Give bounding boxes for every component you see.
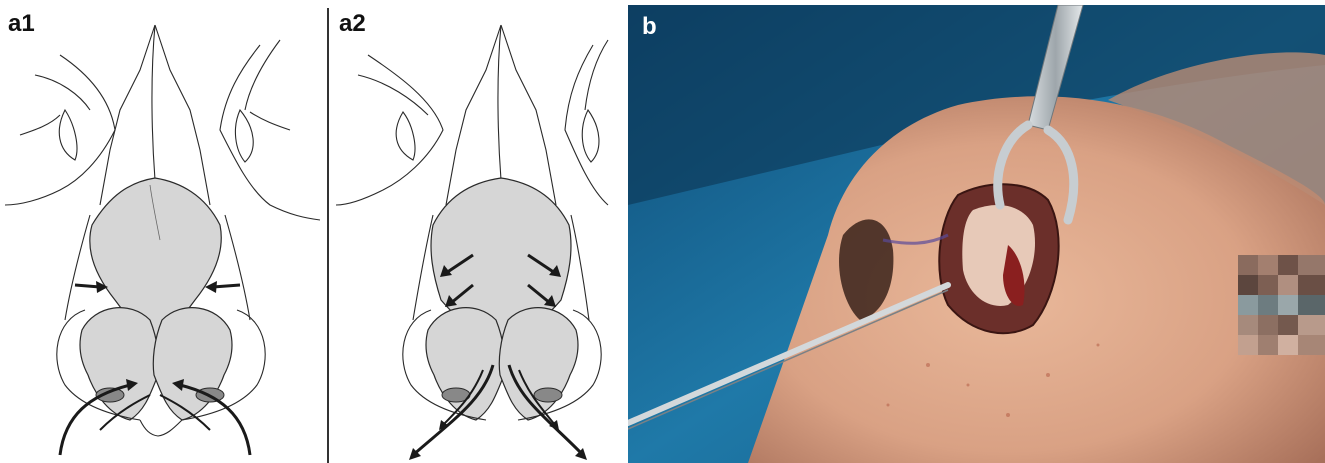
left-dorsum-line [100,25,155,205]
left-lower-lateral-cartilage [80,308,159,420]
intraoperative-photo [628,5,1325,463]
panel-label-a1: a1 [8,10,35,38]
nasal-anatomy-drawing-a2 [333,0,623,463]
panel-label-a2: a2 [339,10,366,38]
panel-a2-illustration: a2 [333,0,623,463]
nasal-anatomy-drawing-a1 [0,0,322,463]
panel-divider [327,8,329,463]
panel-a1-illustration: a1 [0,0,322,463]
panel-b-photograph: b [628,5,1325,463]
panel-label-b: b [642,13,657,41]
pixelated-area [1238,255,1325,355]
